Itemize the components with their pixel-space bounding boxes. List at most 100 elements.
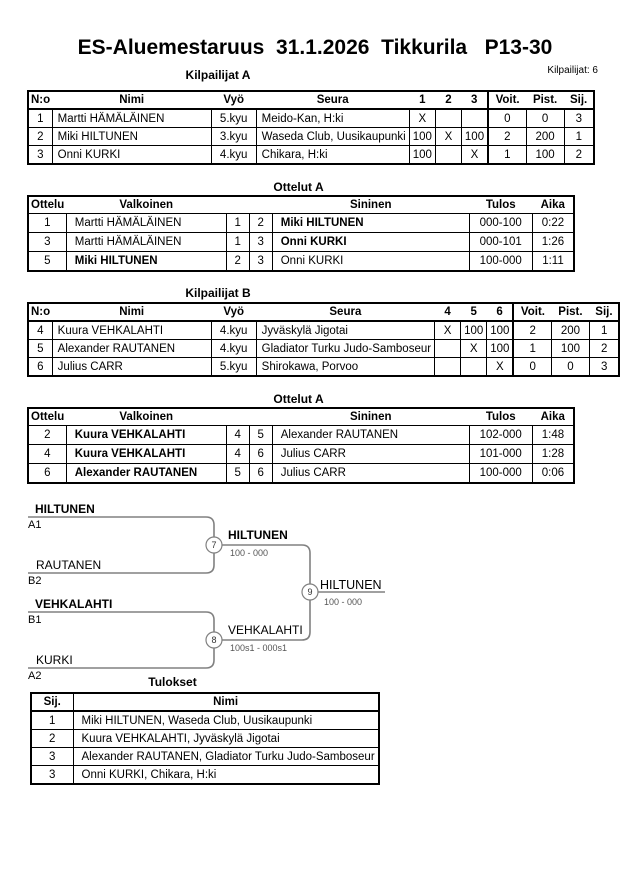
blue-no-cell: 3 [248, 251, 273, 272]
points-cell: 200 [550, 320, 590, 340]
blue-cell: Julius CARR [271, 463, 470, 484]
belt-cell: 4.kyu [210, 339, 257, 358]
m1-cell: 100 [408, 145, 436, 165]
col-header-place: Sij. [589, 303, 620, 322]
place-cell: 2 [588, 339, 620, 358]
result-cell: 101-000 [468, 444, 533, 464]
col-header-time: Aika [532, 196, 575, 214]
place-cell: 1 [563, 127, 595, 146]
col-header-time: Aika [532, 408, 575, 426]
result-cell: 100-000 [468, 463, 533, 484]
col-header-name: Nimi [52, 303, 212, 322]
club-cell: Meido-Kan, H:ki [255, 108, 410, 128]
col-header-place: Sij. [564, 91, 595, 110]
name-cell: Miki HILTUNEN, Waseda Club, Uusikaupunki [72, 710, 380, 730]
result-name-text: Alexander RAUTANEN, Gladiator Turku Judo… [81, 750, 375, 763]
col-header-m1: 1 [409, 91, 436, 110]
col-header-name: Nimi [72, 693, 379, 712]
results-table: Sij. Nimi 1 Miki HILTUNEN, Waseda Club, … [30, 692, 380, 785]
semifinal-8-score: 100s1 - 000s1 [230, 643, 288, 653]
club-cell: Shirokawa, Porvoo [255, 357, 436, 377]
col-header-wno [226, 408, 250, 426]
points-cell: 100 [525, 145, 565, 165]
col-header-club: Seura [256, 303, 435, 322]
m3-cell: 100 [460, 127, 489, 146]
matches-b-table: Ottelu Valkoinen Sininen Tulos Aika 2 Ku… [27, 407, 576, 484]
result-name-text: Kuura VEHKALAHTI, Jyväskylä Jigotai [81, 732, 280, 745]
col-header-m1: 4 [434, 303, 461, 322]
club-cell: Jyväskylä Jigotai [255, 320, 436, 340]
white-no-cell: 1 [225, 232, 250, 252]
match-no-cell: 4 [27, 444, 67, 464]
col-header-match: Ottelu [28, 196, 67, 214]
bracket-line-sf7-winner [214, 544, 311, 592]
table-row: 3 Martti HÄMÄLÄINEN 1 3 Onni KURKI 000-1… [27, 232, 575, 252]
m3-cell: X [486, 357, 514, 377]
bracket-entry-seed: A1 [28, 519, 42, 531]
bracket-entry-seed: A2 [28, 670, 42, 682]
semifinal-7-winner: HILTUNEN [228, 528, 288, 542]
table-row: 6 Julius CARR 5.kyu Shirokawa, Porvoo X … [27, 357, 620, 377]
semifinal-7-score: 100 - 000 [230, 548, 269, 558]
wins-cell: 0 [512, 357, 552, 377]
wins-cell: 0 [487, 108, 527, 128]
blue-no-cell: 5 [248, 425, 273, 445]
m2-cell [434, 108, 462, 128]
result-cell: 102-000 [468, 425, 533, 445]
white-cell: Miki HILTUNEN [65, 251, 227, 272]
col-header-belt: Vyö [211, 91, 257, 110]
m2-cell [460, 357, 488, 377]
bracket-line-sf8-winner [214, 592, 311, 641]
blue-no-cell: 2 [248, 213, 273, 233]
name-cell: Miki HILTUNEN [51, 127, 212, 146]
col-header-white: Valkoinen [66, 408, 227, 426]
bracket-entry-seed: B1 [28, 614, 42, 626]
col-header-m2: 2 [435, 91, 462, 110]
no-cell: 2 [27, 127, 53, 146]
club-cell: Chikara, H:ki [255, 145, 410, 165]
time-cell: 1:11 [531, 251, 575, 272]
white-cell: Alexander RAUTANEN [65, 463, 227, 484]
match-9-circle [301, 583, 319, 601]
belt-cell: 4.kyu [210, 320, 257, 340]
no-cell: 1 [27, 108, 53, 128]
belt-cell: 4.kyu [210, 145, 257, 165]
matches-a-table: Ottelu Valkoinen Sininen Tulos Aika 1 Ma… [27, 195, 576, 272]
col-header-place: Sij. [31, 693, 73, 712]
table-row: 1 Martti HÄMÄLÄINEN 5.kyu Meido-Kan, H:k… [27, 108, 595, 128]
place-cell: 3 [30, 747, 74, 766]
points-cell: 200 [525, 127, 565, 146]
place-cell: 2 [30, 729, 74, 748]
pool-a-title: Kilpailijat A [185, 68, 251, 82]
match-no-cell: 1 [27, 213, 67, 233]
col-header-wins: Voit. [512, 303, 552, 322]
white-cell: Martti HÄMÄLÄINEN [65, 213, 227, 233]
club-text: Gladiator Turku Judo-Samboseur [261, 342, 432, 355]
col-header-points: Pist. [526, 91, 565, 110]
club-text: Chikara, H:ki [261, 148, 328, 161]
col-header-points: Pist. [551, 303, 590, 322]
blue-no-cell: 3 [248, 232, 273, 252]
place-cell: 1 [30, 710, 74, 730]
club-text: Meido-Kan, H:ki [261, 112, 344, 125]
m2-cell [434, 145, 462, 165]
club-text: Waseda Club, Uusikaupunki [261, 130, 406, 143]
match-no-cell: 5 [27, 251, 67, 272]
m1-cell [434, 357, 462, 377]
col-header-blue: Sininen [272, 196, 470, 214]
wins-cell: 2 [512, 320, 552, 340]
col-header-bno [249, 196, 273, 214]
name-cell: Julius CARR [51, 357, 212, 377]
match-9-number: 9 [307, 587, 312, 597]
col-header-no: N:o [28, 91, 53, 110]
m1-cell: 100 [408, 127, 436, 146]
table-row: 2 Miki HILTUNEN 3.kyu Waseda Club, Uusik… [27, 127, 595, 146]
time-cell: 1:28 [531, 444, 575, 464]
result-cell: 000-101 [468, 232, 533, 252]
time-cell: 1:48 [531, 425, 575, 445]
table-row: 1 Miki HILTUNEN, Waseda Club, Uusikaupun… [30, 710, 380, 730]
name-cell: Kuura VEHKALAHTI, Jyväskylä Jigotai [72, 729, 380, 748]
blue-cell: Alexander RAUTANEN [271, 425, 470, 445]
m2-cell: X [460, 339, 488, 358]
match-7-number: 7 [211, 540, 216, 550]
